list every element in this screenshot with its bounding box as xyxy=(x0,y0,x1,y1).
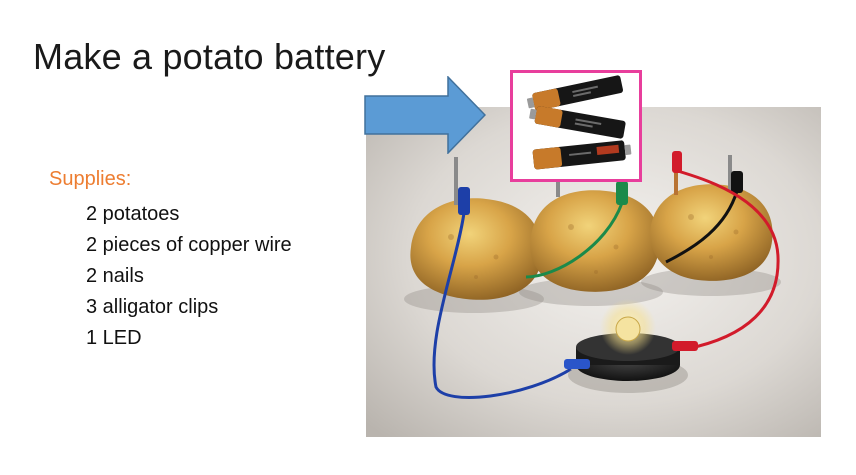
supplies-heading: Supplies: xyxy=(49,168,132,190)
right-arrow-icon xyxy=(364,76,486,154)
list-item: 1 LED xyxy=(86,327,142,349)
list-item: 2 pieces of copper wire xyxy=(86,234,292,256)
list-item: 2 nails xyxy=(86,265,144,287)
supplies-list: 2 potatoes 2 pieces of copper wire 2 nai… xyxy=(86,199,292,354)
list-item: 2 potatoes xyxy=(86,203,180,225)
slide-title: Make a potato battery xyxy=(33,36,386,77)
list-item: 3 alligator clips xyxy=(86,296,219,318)
aa-batteries-icon xyxy=(510,70,642,182)
